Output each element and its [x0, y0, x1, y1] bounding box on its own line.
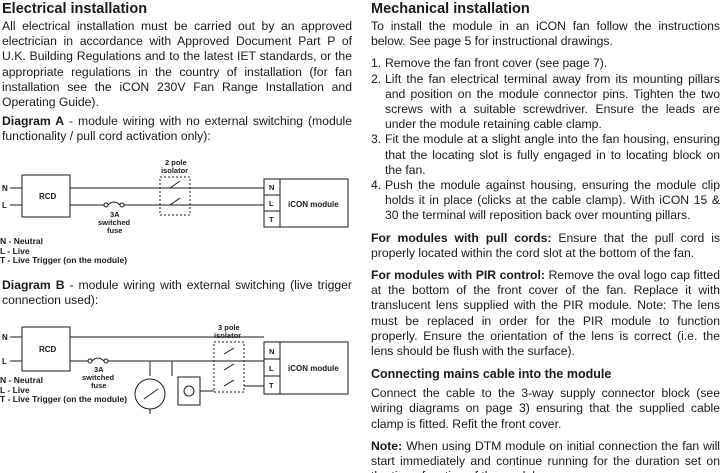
pull-cords-label: For modules with pull cords:	[371, 230, 552, 245]
diagram-b-terminal-l: L	[269, 364, 274, 373]
legend-trigger: T - Live Trigger (on the module)	[0, 255, 128, 266]
mechanical-intro: To install the module in an iCON fan fol…	[371, 19, 720, 49]
diagram-a-isolator-box	[159, 176, 191, 216]
diagram-b-caption-text: - module wiring with external switching …	[2, 278, 352, 308]
legend-b-live: L - Live	[0, 384, 30, 395]
diagram-a-label: Diagram A	[2, 114, 65, 129]
diagram-b-wiring: N L RCD 3A switched fuse 3 pole isolator…	[2, 323, 349, 414]
diagram-b-terminal-n: N	[269, 347, 274, 356]
diagram-b-caption-wrap: Diagram B - module wiring with external …	[2, 278, 352, 308]
diagram-a-terminal-t: T	[269, 215, 274, 224]
diagram-a-rcd-label: RCD	[39, 192, 57, 201]
diagram-a-fuse-rating: 3A	[110, 210, 120, 219]
diagram-a-fuse-type: switched	[98, 218, 131, 227]
diagram-b-rcd-box	[21, 326, 71, 372]
diagram-a-caption-text: - module wiring with no external switchi…	[2, 114, 352, 144]
legend-neutral: N - Neutral	[0, 236, 43, 246]
step-number: 3.	[371, 132, 382, 147]
diagram-b-switch-symbol	[134, 378, 166, 410]
step-text: Fit the module at a slight angle into th…	[385, 132, 720, 177]
diagram-b-isolator-poles: 3 pole	[218, 323, 240, 332]
note-paragraph: Note: When using DTM module on initial c…	[371, 439, 720, 473]
legend-b-trigger: T - Live Trigger (on the module)	[0, 394, 128, 405]
diagram-b-module-label: iCON module	[288, 364, 339, 373]
step-item: 4.Push the module against housing, ensur…	[371, 178, 720, 224]
electrical-installation-section: Electrical installation All electrical i…	[2, 0, 352, 145]
mains-cable-text: Connect the cable to the 3-way supply co…	[371, 386, 720, 431]
diagram-a-terminal-n: N	[269, 183, 274, 192]
diagram-a-module-box	[279, 178, 349, 228]
step-item: 2.Lift the fan electrical terminal away …	[371, 72, 720, 133]
diagram-b-fuse-symbol	[103, 358, 109, 364]
legend-live: L - Live	[0, 245, 30, 256]
diagram-b-fuse-type: switched	[82, 373, 115, 382]
diagram-b-label: Diagram B	[2, 278, 65, 292]
diagram-b-module-box	[279, 341, 349, 395]
diagram-a-n-label: N	[2, 184, 8, 193]
diagram-a-legend: N - Neutral L - Live T - Live Trigger (o…	[0, 236, 128, 266]
pir-label: For modules with PIR control:	[371, 268, 545, 283]
diagram-a-isolator-poles: 2 pole	[165, 158, 187, 167]
electrical-intro: All electrical installation must be carr…	[2, 19, 352, 110]
diagram-a-rcd-box	[21, 174, 71, 218]
pull-cords-paragraph: For modules with pull cords: Ensure that…	[371, 231, 720, 261]
diagram-a-fuse-symbol	[119, 202, 125, 208]
mains-cable-title: Connecting mains cable into the module	[371, 367, 612, 382]
diagram-b-rcd-label: RCD	[39, 345, 57, 354]
pull-cords-text: Ensure that the pull cord is properly lo…	[371, 230, 720, 260]
note-label: Note:	[371, 438, 403, 453]
note-text: When using DTM module on initial connect…	[371, 438, 720, 473]
diagram-b-isolator-label: isolator	[214, 331, 241, 340]
step-number: 4.	[371, 178, 382, 193]
diagram-b-fuse-rating: 3A	[94, 365, 104, 374]
step-item: 1.Remove the fan front cover (see page 7…	[371, 56, 720, 71]
diagram-a-terminal-l: L	[269, 199, 274, 208]
diagram-a-caption: Diagram A - module wiring with no extern…	[2, 114, 352, 144]
diagram-a-isolator-label: isolator	[161, 166, 188, 175]
step-number: 2.	[371, 71, 382, 86]
diagram-b-n-label: N	[2, 333, 8, 342]
mechanical-installation-section: Mechanical installation To install the m…	[371, 0, 720, 473]
diagram-b-caption: Diagram B - module wiring with external …	[2, 278, 352, 308]
pir-paragraph: For modules with PIR control: Remove the…	[371, 268, 720, 359]
step-number: 1.	[371, 56, 382, 71]
diagram-a-l-label: L	[2, 201, 7, 210]
diagram-b-sensor-icon	[183, 385, 195, 397]
step-item: 3.Fit the module at a slight angle into …	[371, 132, 720, 178]
diagram-a-module-label: iCON module	[288, 200, 339, 209]
diagram-b-legend: N - Neutral L - Live T - Live Trigger (o…	[0, 375, 128, 405]
diagram-b-l-label: L	[2, 357, 7, 366]
installation-steps: 1.Remove the fan front cover (see page 7…	[371, 56, 720, 223]
step-text: Push the module against housing, ensurin…	[385, 178, 720, 223]
pir-text: Remove the oval logo cap fitted at the b…	[371, 268, 720, 359]
step-text: Lift the fan electrical terminal away fr…	[385, 71, 720, 132]
diagram-b-sensor-box	[177, 376, 201, 406]
diagram-a-wiring: N L RCD 3A switched fuse 2 pole isolator…	[2, 158, 349, 233]
step-text: Remove the fan front cover (see page 7).	[385, 56, 608, 71]
diagram-b-terminal-t: T	[269, 381, 274, 390]
legend-b-neutral: N - Neutral	[0, 375, 43, 385]
diagram-a-fuse-label: fuse	[107, 226, 122, 233]
diagram-b-fuse-label: fuse	[91, 381, 106, 390]
mechanical-installation-title: Mechanical installation	[371, 1, 530, 17]
electrical-installation-title: Electrical installation	[2, 1, 148, 17]
